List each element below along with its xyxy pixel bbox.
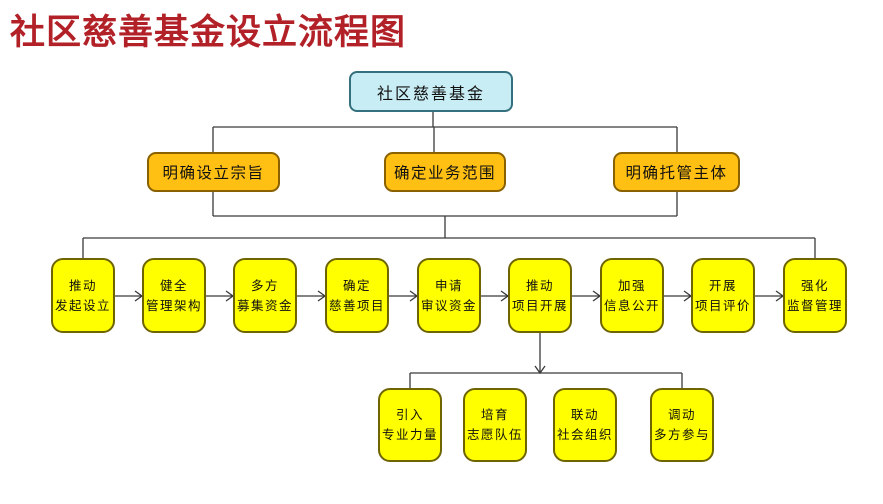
step-label-line1: 开展 xyxy=(708,278,737,293)
substep-mobilize-multi-party-participation: 调动 多方参与 xyxy=(650,388,714,462)
substep-label-line2: 多方参与 xyxy=(653,428,710,442)
step-label-line2: 项目评价 xyxy=(694,298,751,313)
step-label-line1: 多方 xyxy=(250,278,279,293)
step-label-line2: 项目开展 xyxy=(511,298,568,313)
root-node-label: 社区慈善基金 xyxy=(376,85,485,103)
step-label-line2: 管理架构 xyxy=(145,298,202,313)
step-label-line1: 申请 xyxy=(434,278,463,293)
step-improve-governance: 健全 管理架构 xyxy=(142,258,206,333)
step-label-line2: 慈善项目 xyxy=(328,298,385,313)
substep-label-line2: 志愿队伍 xyxy=(466,428,523,442)
step-raise-funds: 多方 募集资金 xyxy=(233,258,297,333)
step-strengthen-supervision: 强化 监督管理 xyxy=(783,258,847,333)
tree-row-connectors xyxy=(82,237,816,258)
step-label-line1: 确定 xyxy=(342,278,371,293)
step-label-line2: 审议资金 xyxy=(420,298,477,313)
substep-label-line2: 社会组织 xyxy=(556,428,613,442)
step-label-line2: 监督管理 xyxy=(786,298,843,313)
step-label-line1: 健全 xyxy=(159,278,188,293)
substep-link-social-organizations: 联动 社会组织 xyxy=(553,388,617,462)
substep-label-line1: 调动 xyxy=(667,408,696,422)
step-label-line2: 发起设立 xyxy=(54,298,111,313)
branch-node-clarify-purpose: 明确设立宗旨 xyxy=(147,152,280,192)
step-label-line1: 加强 xyxy=(617,278,646,293)
branch-node-label: 确定业务范围 xyxy=(393,165,496,182)
step-label-line2: 信息公开 xyxy=(603,298,660,313)
substep-cultivate-volunteer-teams: 培育 志愿队伍 xyxy=(463,388,527,462)
branch-node-clarify-custodian: 明确托管主体 xyxy=(613,152,740,192)
branch-node-define-business-scope: 确定业务范围 xyxy=(384,152,506,192)
tree-top-connectors xyxy=(212,111,678,152)
step-apply-review-funds: 申请 审议资金 xyxy=(417,258,481,333)
page-title: 社区慈善基金设立流程图 xyxy=(10,13,407,52)
tree-middle-connectors xyxy=(212,192,678,238)
substep-introduce-professional-forces: 引入 专业力量 xyxy=(378,388,442,462)
substep-label-line1: 培育 xyxy=(480,408,509,422)
step-information-disclosure: 加强 信息公开 xyxy=(600,258,664,333)
root-node-community-charity-fund: 社区慈善基金 xyxy=(349,71,513,112)
branch-node-label: 明确设立宗旨 xyxy=(162,165,265,182)
substep-label-line2: 专业力量 xyxy=(381,428,438,442)
step-initiate-establishment: 推动 发起设立 xyxy=(51,258,115,333)
substep-label-line1: 联动 xyxy=(570,408,599,422)
step-label-line1: 推动 xyxy=(68,278,97,293)
step-label-line1: 推动 xyxy=(525,278,554,293)
step-advance-projects: 推动 项目开展 xyxy=(508,258,572,333)
step-select-charity-projects: 确定 慈善项目 xyxy=(325,258,389,333)
branch-node-label: 明确托管主体 xyxy=(625,165,728,182)
substep-label-line1: 引入 xyxy=(395,408,424,422)
step-label-line1: 强化 xyxy=(800,278,829,293)
step-label-line2: 募集资金 xyxy=(236,298,293,313)
tree-bottom-connectors xyxy=(409,372,683,388)
step-project-evaluation: 开展 项目评价 xyxy=(691,258,755,333)
down-arrow xyxy=(534,333,546,375)
